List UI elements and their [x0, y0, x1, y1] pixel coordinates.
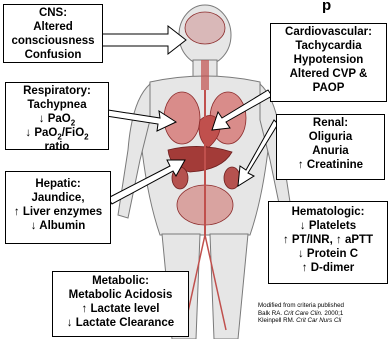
renal-line-3: ↑ Creatinine — [277, 158, 384, 172]
pt-inr-text: PT/INR, — [292, 234, 333, 246]
hepatic-title: Hepatic: — [6, 177, 110, 191]
down-arrow-icon: ↓ — [39, 113, 45, 125]
metabolic-line-3: ↓ Lactate Clearance — [53, 316, 188, 330]
lactate-clearance-text: Lactate Clearance — [76, 317, 174, 329]
renal-line-2: Anuria — [277, 144, 384, 158]
cardiovascular-box: Cardiovascular: Tachycardia Hypotension … — [270, 23, 387, 102]
citation-line-1: Modified from criteria published — [258, 302, 390, 310]
up-arrow-icon: ↑ — [336, 234, 342, 246]
citation: Modified from criteria published Balk RA… — [258, 302, 390, 325]
citation-line-3: Kleinpell RM. Crit Car Nurs Cli — [258, 317, 390, 325]
down-arrow-icon: ↓ — [67, 317, 73, 329]
down-arrow-icon: ↓ — [25, 127, 31, 139]
up-arrow-icon: ↑ — [298, 159, 304, 171]
hematologic-line-4: ↑ D-dimer — [269, 261, 387, 275]
aptt-text: aPTT — [345, 234, 373, 246]
hematologic-line-1: ↓ Platelets — [269, 219, 387, 233]
creatinine-text: Creatinine — [307, 159, 363, 171]
cns-line-3: Confusion — [4, 48, 102, 62]
cardiovascular-title: Cardiovascular: — [271, 25, 386, 39]
respiratory-line-2: ↓ PaO2 — [6, 112, 108, 126]
ratio-sub-b: 2 — [84, 132, 88, 141]
hepatic-line-2: ↑ Liver enzymes — [6, 205, 110, 219]
d-dimer-text: D-dimer — [311, 262, 354, 274]
respiratory-line-3: ↓ PaO2/FiO2 — [6, 126, 108, 140]
cns-box: CNS: Altered consciousness Confusion — [3, 4, 103, 63]
respiratory-line-1: Tachypnea — [6, 98, 108, 112]
platelets-text: Platelets — [309, 220, 356, 232]
hepatic-line-3: ↓ Albumin — [6, 219, 110, 233]
ratio-text-a: PaO — [34, 127, 57, 139]
renal-box: Renal: Oliguria Anuria ↑ Creatinine — [276, 114, 385, 180]
liver-enzymes-text: Liver enzymes — [23, 206, 102, 218]
respiratory-line-4: ratio — [6, 140, 108, 154]
cardiovascular-line-4: PAOP — [271, 81, 386, 95]
hematologic-line-2: ↑ PT/INR, ↑ aPTT — [269, 233, 387, 247]
lactate-level-text: Lactate level — [90, 303, 159, 315]
hematologic-title: Hematologic: — [269, 205, 387, 219]
cardiovascular-line-1: Tachycardia — [271, 39, 386, 53]
ratio-text-b: /FiO — [62, 127, 84, 139]
brain-shape — [185, 12, 225, 44]
cns-arrow — [102, 26, 186, 54]
down-arrow-icon: ↓ — [31, 220, 37, 232]
down-arrow-icon: ↓ — [298, 248, 304, 260]
cns-line-2: consciousness — [4, 34, 102, 48]
cardiovascular-line-3: Altered CVP & — [271, 67, 386, 81]
metabolic-title: Metabolic: — [53, 274, 188, 288]
respiratory-box: Respiratory: Tachypnea ↓ PaO2 ↓ PaO2/FiO… — [5, 82, 109, 150]
up-arrow-icon: ↑ — [14, 206, 20, 218]
cns-line-1: Altered — [4, 20, 102, 34]
albumin-text: Albumin — [39, 220, 85, 232]
protein-c-text: Protein C — [307, 248, 358, 260]
hepatic-line-1: Jaundice, — [6, 191, 110, 205]
respiratory-title: Respiratory: — [6, 84, 108, 98]
hematologic-box: Hematologic: ↓ Platelets ↑ PT/INR, ↑ aPT… — [268, 201, 388, 284]
metabolic-box: Metabolic: Metabolic Acidosis ↑ Lactate … — [52, 271, 189, 337]
down-arrow-icon: ↓ — [300, 220, 306, 232]
hepatic-box: Hepatic: Jaundice, ↑ Liver enzymes ↓ Alb… — [5, 171, 111, 244]
pao2-text: PaO — [48, 113, 71, 125]
renal-title: Renal: — [277, 116, 384, 130]
cardiovascular-line-2: Hypotension — [271, 53, 386, 67]
hematologic-line-3: ↓ Protein C — [269, 247, 387, 261]
up-arrow-icon: ↑ — [302, 262, 308, 274]
up-arrow-icon: ↑ — [283, 234, 289, 246]
metabolic-line-1: Metabolic Acidosis — [53, 288, 188, 302]
citation-line-2: Balk RA. Crit Care Clin. 2000;1 — [258, 310, 390, 318]
cns-title: CNS: — [4, 6, 102, 20]
up-arrow-icon: ↑ — [82, 303, 88, 315]
metabolic-line-2: ↑ Lactate level — [53, 302, 188, 316]
renal-line-1: Oliguria — [277, 130, 384, 144]
